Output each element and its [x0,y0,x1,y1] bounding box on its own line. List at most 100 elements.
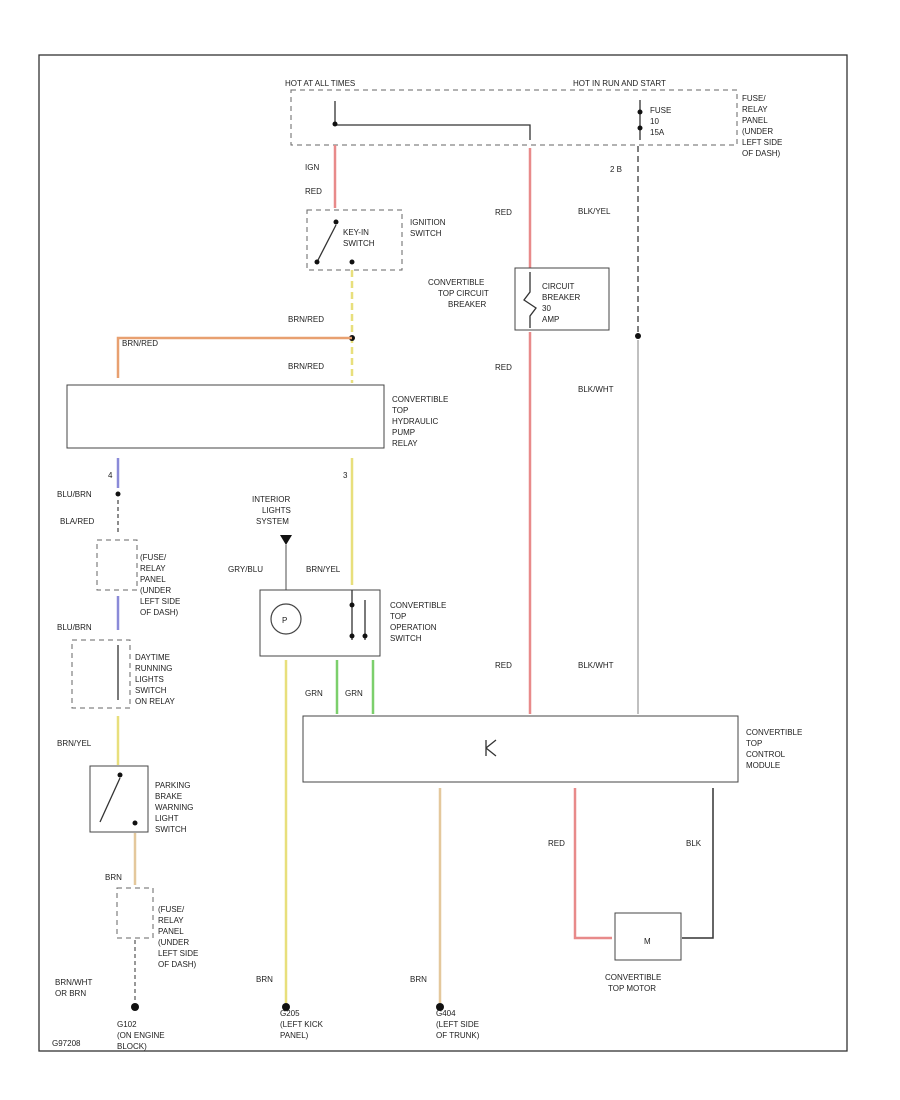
panel-left-label-line: OF DASH) [140,608,179,617]
operation-switch-lamp [270,603,302,635]
panel-label-line: (UNDER [742,127,773,136]
operation-switch-label-line: SWITCH [390,634,422,643]
breaker-label-line: CONVERTIBLE [428,278,484,287]
connector-arrow [280,535,292,545]
switch-terminal [117,772,123,778]
fuse-terminal [637,109,643,115]
control-module-label-line: TOP [746,739,762,748]
wire-brnred-label: BRN/RED [288,315,324,324]
fuse-terminal [332,121,338,127]
operation-switch-label: CONVERTIBLE TOP OPERATION SWITCH [390,601,449,643]
wire-brnred-label: BRN/RED [122,339,158,348]
wire-red-motor [573,788,612,940]
panel-bottom-label-line: (FUSE/ [158,905,185,914]
panel-bottom-label-line: RELAY [158,916,184,925]
breaker-label-line: BREAKER [448,300,486,309]
diagram-frame [38,54,848,1052]
fuse-relay-panel-box [290,89,738,146]
switch-terminal [349,602,355,608]
parking-brake-contact [99,777,121,823]
operation-switch-lamp-mark: P [282,616,287,625]
daytime-label-line: ON RELAY [135,697,176,706]
ground-g404-label-line: OF TRUNK) [436,1031,480,1040]
wire-blkwht-label: BLK/WHT [578,385,614,394]
top-motor-inner: M [644,937,651,946]
panel-label-line: FUSE/ [742,94,766,103]
pump-relay-label-line: HYDRAULIC [392,417,438,426]
wire-blk-motor [682,788,714,939]
operation-switch-label-line: TOP [390,612,406,621]
pump-relay-label-line: TOP [392,406,408,415]
switch-terminal [314,259,320,265]
switch-terminal [349,259,355,265]
wire-blubrn-label: BLU/BRN [57,490,92,499]
panel-left-label-line: RELAY [140,564,166,573]
fuse-label-line: 15A [650,128,665,137]
wire-red-label: RED [495,661,512,670]
connector-pin [115,491,121,497]
ground-g404-label: G404 (LEFT SIDE OF TRUNK) [436,1009,481,1040]
wire-brn-label: BRN [410,975,427,984]
switch-terminal [333,219,339,225]
hot-all-times-label: HOT AT ALL TIMES [285,79,355,88]
panel-left-label-line: LEFT SIDE [140,597,180,606]
panel-bottom-label-line: (UNDER [158,938,189,947]
fuse-label: FUSE 10 15A [650,106,674,137]
panel-bottom-label-line: OF DASH) [158,960,197,969]
switch-terminal [362,633,368,639]
parking-brake-label: PARKING BRAKE WARNING LIGHT SWITCH [155,781,196,834]
wire-brnwht-label: BRN/WHT OR BRN [55,978,94,998]
breaker-inner-line: 30 [542,304,551,313]
fuse-terminal [637,125,643,131]
daytime-label-line: RUNNING [135,664,172,673]
operation-switch-label-line: CONVERTIBLE [390,601,446,610]
ground-g102-label: G102 (ON ENGINE BLOCK) [117,1020,167,1051]
key-in-label-line: KEY-IN [343,228,369,237]
parking-brake-label-line: SWITCH [155,825,187,834]
wire-red-label: RED [495,208,512,217]
switch-terminal [349,633,355,639]
interior-lights-label-line: LIGHTS [262,506,291,515]
pump-relay-label-line: PUMP [392,428,415,437]
panel-bottom-label-line: LEFT SIDE [158,949,198,958]
pump-relay-label: CONVERTIBLE TOP HYDRAULIC PUMP RELAY [392,395,451,448]
breaker-inner-line: AMP [542,315,559,324]
wire-blared-label: BLA/RED [60,517,94,526]
wire-blkyel-label: BLK/YEL [578,207,611,216]
fuse-label-line: FUSE [650,106,671,115]
circuit-breaker-box [514,267,610,331]
wire-red-label: RED [495,363,512,372]
wire-red-label: RED [548,839,565,848]
parking-brake-label-line: BRAKE [155,792,182,801]
wire-blk-label: BLK [686,839,702,848]
interior-lights-label-line: SYSTEM [256,517,289,526]
operation-switch-label-line: OPERATION [390,623,437,632]
wire-brn-label: BRN [105,873,122,882]
control-module-box [302,715,739,783]
pin-4-label: 4 [108,471,113,480]
panel-left-label-line: (FUSE/ [140,553,167,562]
panel-left-label-line: (UNDER [140,586,171,595]
fuse-relay-panel-left-label: (FUSE/ RELAY PANEL (UNDER LEFT SIDE OF D… [140,553,183,617]
pump-relay-label-line: CONVERTIBLE [392,395,448,404]
wire-blubrn-label: BLU/BRN [57,623,92,632]
top-motor-label-line: CONVERTIBLE [605,973,661,982]
ground-g205-point [282,1003,290,1011]
key-in-switch-contact [316,224,337,263]
panel-label-line: PANEL [742,116,768,125]
panel-label-line: RELAY [742,105,768,114]
wire-blkwht-label: BLK/WHT [578,661,614,670]
hot-bus-bar [334,101,531,140]
parking-brake-label-line: LIGHT [155,814,179,823]
ground-g102-point [131,1003,139,1011]
control-module-label: CONVERTIBLE TOP CONTROL MODULE [746,728,805,770]
pin-ign-label: IGN [305,163,319,172]
key-in-label-line: SWITCH [343,239,375,248]
fuse-relay-panel-left-box [96,539,138,591]
panel-bottom-label-line: PANEL [158,927,184,936]
wire-brnyel-label: BRN/YEL [57,739,92,748]
figure-id: G97208 [52,1039,81,1048]
daytime-label-line: LIGHTS [135,675,164,684]
breaker-symbol [523,272,537,328]
ground-g102-label-line: (ON ENGINE [117,1031,165,1040]
